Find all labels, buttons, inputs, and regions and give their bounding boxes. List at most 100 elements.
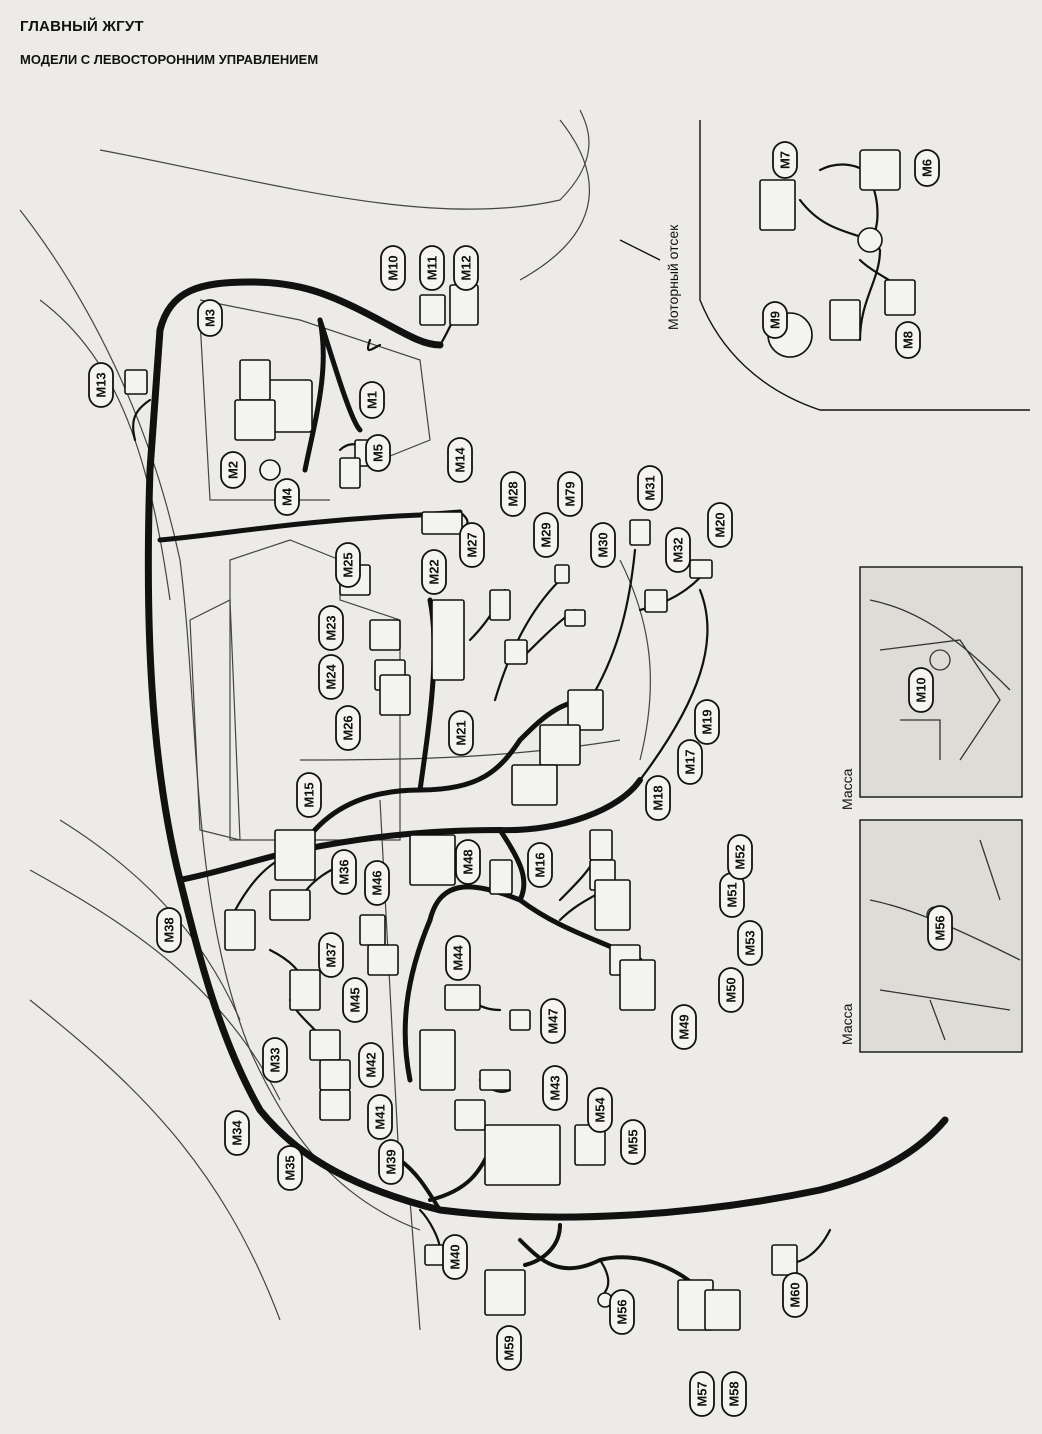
label-text: M16	[533, 852, 548, 877]
label-pill	[587, 1087, 613, 1133]
connector-label-m38: M38	[156, 907, 182, 953]
label-pill	[445, 935, 471, 981]
connector-label-m19: M19	[694, 699, 720, 745]
label-pill	[342, 977, 368, 1023]
connector-label-m29: M29	[533, 512, 559, 558]
label-pill	[737, 920, 763, 966]
label-text: M58	[727, 1381, 742, 1406]
connector-label-m18: M18	[645, 775, 671, 821]
connector-label-m10b: M10	[908, 667, 934, 713]
label-text: M51	[725, 882, 740, 907]
connector-label-m36: M36	[331, 849, 357, 895]
connector-label-m52: M52	[727, 834, 753, 880]
connector-label-m39: M39	[378, 1139, 404, 1185]
label-pill	[727, 834, 753, 880]
label-pill	[447, 437, 473, 483]
connector-label-m21: M21	[448, 710, 474, 756]
connector-label-m7: M7	[772, 141, 798, 179]
label-text: M55	[626, 1129, 641, 1154]
connector-label-m26: M26	[335, 705, 361, 751]
connector-label-m43: M43	[542, 1065, 568, 1111]
connector-label-m25: M25	[335, 542, 361, 588]
label-text: M42	[364, 1052, 379, 1077]
label-text: M23	[324, 615, 339, 640]
connector-label-m13: M13	[88, 362, 114, 408]
label-pill	[542, 1065, 568, 1111]
label-pill	[782, 1272, 808, 1318]
connector-label-m50: M50	[718, 967, 744, 1013]
label-pill	[694, 699, 720, 745]
connector-label-m30: M30	[590, 522, 616, 568]
label-pill	[620, 1119, 646, 1165]
label-pill	[419, 245, 445, 291]
label-pill	[609, 1289, 635, 1335]
label-text: M41	[373, 1104, 388, 1129]
label-text: M1	[365, 391, 380, 409]
label-text: M33	[268, 1047, 283, 1072]
connector-label-m59: M59	[496, 1325, 522, 1371]
connector-label-m60: M60	[782, 1272, 808, 1318]
connector-label-m47: M47	[540, 998, 566, 1044]
label-pill	[540, 998, 566, 1044]
label-text: M47	[546, 1008, 561, 1033]
label-text: M27	[465, 532, 480, 557]
label-pill	[496, 1325, 522, 1371]
label-pill	[365, 434, 391, 472]
connector-label-m3: M3	[197, 299, 223, 337]
label-text: M24	[324, 664, 339, 690]
engine-bay-label: Моторный отсек	[665, 224, 681, 330]
label-pill	[380, 245, 406, 291]
label-pill	[421, 549, 447, 595]
label-text: M43	[548, 1075, 563, 1100]
connector-label-m10: M10	[380, 245, 406, 291]
label-pill	[364, 860, 390, 906]
label-text: M4	[280, 487, 295, 506]
label-pill	[367, 1094, 393, 1140]
label-text: M14	[453, 447, 468, 473]
label-text: M39	[384, 1149, 399, 1174]
connector-label-m53: M53	[737, 920, 763, 966]
connector-label-m14: M14	[447, 437, 473, 483]
label-pill	[378, 1139, 404, 1185]
label-text: M19	[700, 709, 715, 734]
label-text: M2	[226, 461, 241, 479]
connector-label-m4: M4	[274, 478, 300, 516]
label-text: M50	[724, 977, 739, 1002]
label-text: M32	[671, 537, 686, 562]
label-pill	[448, 710, 474, 756]
label-text: M79	[563, 481, 578, 506]
label-pill	[220, 451, 246, 489]
label-text: M11	[425, 256, 440, 281]
connector-label-m32: M32	[665, 527, 691, 573]
label-text: M17	[683, 749, 698, 774]
connector-label-m40: M40	[442, 1234, 468, 1280]
label-text: M52	[733, 844, 748, 869]
label-text: M31	[643, 475, 658, 500]
label-text: M6	[920, 159, 935, 177]
label-pill	[590, 522, 616, 568]
label-text: M22	[427, 559, 442, 584]
label-text: M3	[203, 309, 218, 327]
connector-label-m45: M45	[342, 977, 368, 1023]
label-pill	[296, 772, 322, 818]
label-text: M10	[386, 255, 401, 280]
label-text: M12	[459, 255, 474, 280]
label-text: M54	[593, 1097, 608, 1123]
connector-label-m44: M44	[445, 935, 471, 981]
connector-label-m37: M37	[318, 932, 344, 978]
connector-label-m11: M11	[419, 245, 445, 291]
label-text: M25	[341, 552, 356, 577]
label-text: M18	[651, 785, 666, 810]
connector-label-m2: M2	[220, 451, 246, 489]
label-text: M56	[933, 915, 948, 940]
connector-label-m54: M54	[587, 1087, 613, 1133]
label-text: M8	[901, 331, 916, 349]
label-pill	[331, 849, 357, 895]
label-text: M9	[768, 311, 783, 329]
label-text: M30	[596, 532, 611, 557]
connector-label-m57: M57	[689, 1371, 715, 1417]
label-pill	[557, 471, 583, 517]
connector-label-m31: M31	[637, 465, 663, 511]
